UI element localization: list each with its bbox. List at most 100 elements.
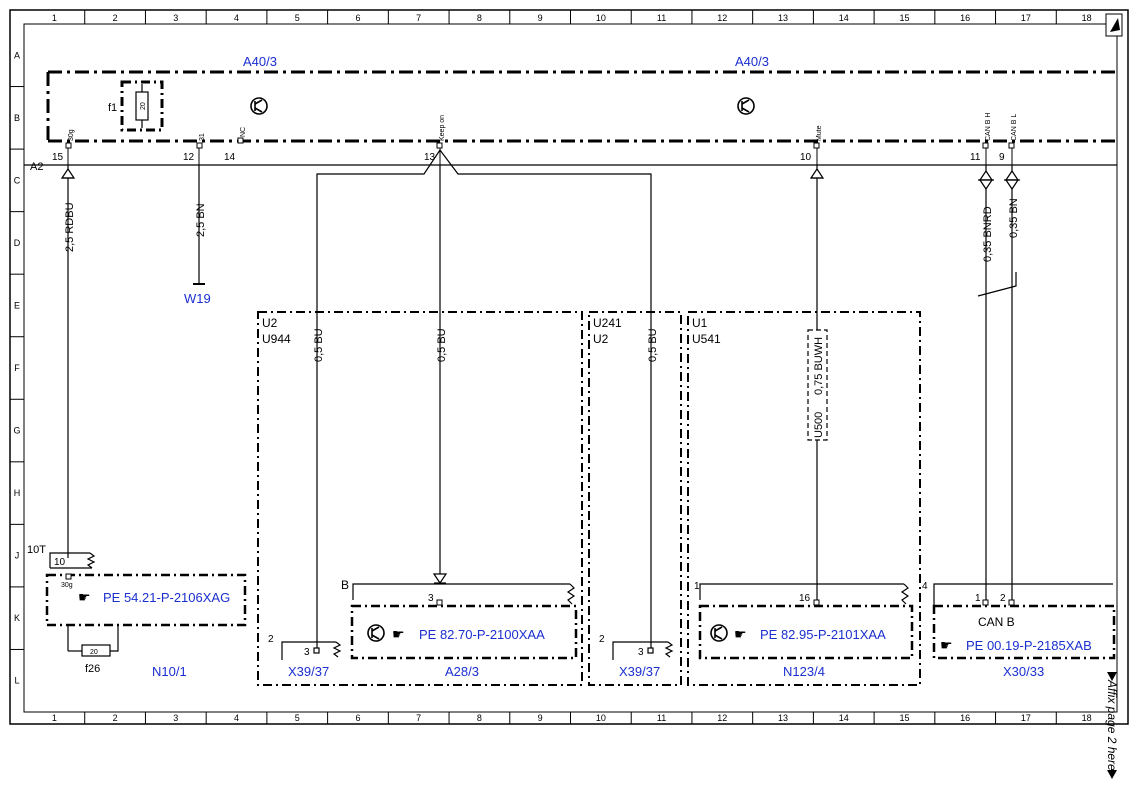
ruler-label: 1 xyxy=(52,713,57,723)
pin-name-31: 31 xyxy=(199,133,206,141)
pin-16: 16 xyxy=(799,593,811,604)
ruler-label: 14 xyxy=(839,713,849,723)
pin-1-x3033: 1 xyxy=(975,593,981,604)
pin-2-b: 2 xyxy=(599,634,605,645)
ruler-label: 18 xyxy=(1082,713,1092,723)
can-b-label: CAN B xyxy=(978,615,1015,629)
grid-ruler-labels: 1122334455667788991010111112121313141415… xyxy=(13,13,1091,723)
transistor-icon xyxy=(737,97,755,115)
wire-label-bnrd: 0,35 BNRD xyxy=(982,206,994,262)
transistor-icon xyxy=(367,624,385,642)
ruler-label: 5 xyxy=(295,713,300,723)
ruler-label: 14 xyxy=(839,13,849,23)
ruler-label: 18 xyxy=(1082,13,1092,23)
pin-12: 12 xyxy=(183,152,195,163)
pin-4: 4 xyxy=(922,581,928,592)
connector-b: B xyxy=(341,578,349,592)
connector-x3937-b-label: X39/37 xyxy=(619,664,660,679)
module-a28 xyxy=(350,583,578,660)
pin-name-can-b-l: CAN B L xyxy=(1011,114,1018,141)
fuse-f1-value: 20 xyxy=(140,102,147,110)
ruler-label: 13 xyxy=(778,713,788,723)
wire-bu-lines xyxy=(316,310,652,650)
pin-1: 1 xyxy=(694,581,700,592)
option-u1: U1 xyxy=(692,316,708,330)
ruler-label: 10 xyxy=(596,713,606,723)
a2-label: A2 xyxy=(30,161,43,173)
ruler-label: 11 xyxy=(657,13,666,23)
pin-3-b: 3 xyxy=(428,593,434,604)
module-n123 xyxy=(698,583,914,660)
ruler-label: 3 xyxy=(173,713,178,723)
transistor-icon xyxy=(710,624,728,642)
pointer-icon: ☛ xyxy=(78,589,91,605)
module-a28-label: A28/3 xyxy=(445,664,479,679)
wire-buwh xyxy=(807,165,828,600)
pointer-icon: ☛ xyxy=(734,626,747,642)
fuse-f26-value: 20 xyxy=(90,649,98,656)
wire-label-bu-3: 0,5 BU xyxy=(647,328,659,362)
pin-10: 10 xyxy=(800,152,812,163)
ruler-label: F xyxy=(14,363,20,373)
option-u241: U241 xyxy=(593,316,622,330)
pin-9: 9 xyxy=(999,152,1005,163)
ruler-label: 16 xyxy=(960,13,970,23)
pin-30g-k: 30g xyxy=(61,582,73,589)
side-note: Affix page 2 here xyxy=(1105,679,1119,771)
wire-label-bn: 2,5 BN xyxy=(195,203,207,237)
connector-10t: 10T xyxy=(27,544,46,556)
ruler-label: B xyxy=(14,113,20,123)
pin-10-j: 10 xyxy=(54,557,66,568)
ruler-label: 5 xyxy=(295,13,300,23)
ruler-label: 15 xyxy=(899,13,909,23)
ref-pe-00-19[interactable]: PE 00.19-P-2185XAB xyxy=(966,638,1092,653)
ruler-label: 11 xyxy=(657,713,666,723)
transistor-icon xyxy=(250,97,268,115)
ruler-label: 15 xyxy=(899,713,909,723)
ruler-label: E xyxy=(14,300,20,310)
pin-name-keep-on: Keep on xyxy=(439,115,446,141)
side-note-arrow-icon xyxy=(1107,672,1117,681)
a40-label-right: A40/3 xyxy=(735,54,769,69)
ruler-label: 8 xyxy=(477,13,482,23)
wire-label-bu-1: 0,5 BU xyxy=(313,328,325,362)
ruler-label: 7 xyxy=(416,713,421,723)
ref-pe-82-95[interactable]: PE 82.95-P-2101XAA xyxy=(760,627,886,642)
wire-bn-w19 xyxy=(193,165,205,285)
ref-pe-54-21[interactable]: PE 54.21-P-2106XAG xyxy=(103,590,230,605)
ruler-label: 17 xyxy=(1021,13,1031,23)
pin-2-x3033: 2 xyxy=(1000,593,1006,604)
pin-14: 14 xyxy=(224,152,236,163)
pin-15: 15 xyxy=(52,152,64,163)
grid-ruler xyxy=(10,10,1057,724)
wire-label-buwh: 0,75 BUWH xyxy=(813,337,825,395)
pin-name-30g: 30g xyxy=(68,129,75,141)
fuse-f1-label: f1 xyxy=(108,102,117,114)
ruler-label: 12 xyxy=(717,713,727,723)
option-u541: U541 xyxy=(692,332,721,346)
ruler-label: 2 xyxy=(113,713,118,723)
pin-3-c: 3 xyxy=(638,647,644,658)
pointer-icon: ☛ xyxy=(940,637,953,653)
wire-rdbu xyxy=(60,165,76,558)
ref-pe-82-70[interactable]: PE 82.70-P-2100XAA xyxy=(419,627,545,642)
connector-x3937-a-label: X39/37 xyxy=(288,664,329,679)
wire-label-bn-can: 0,35 BN xyxy=(1008,198,1020,238)
connector-x3033-label: X30/33 xyxy=(1003,664,1044,679)
ruler-label: 2 xyxy=(113,13,118,23)
ruler-label: 17 xyxy=(1021,713,1031,723)
module-n10 xyxy=(45,573,247,657)
connector-10t-body xyxy=(49,552,96,569)
pin-3-a: 3 xyxy=(304,647,310,658)
side-note-arrow-icon xyxy=(1107,770,1117,779)
pin-name-can-b-h: CAN B H xyxy=(985,113,992,141)
option-box-u944 xyxy=(257,311,583,686)
module-n123-label: N123/4 xyxy=(783,664,825,679)
diagram-frame xyxy=(9,9,1129,725)
fuse-f26-label: f26 xyxy=(85,663,100,675)
ruler-label: 3 xyxy=(173,13,178,23)
ruler-label: 6 xyxy=(355,13,360,23)
ruler-label: D xyxy=(14,238,21,248)
wire-can-b xyxy=(977,165,1020,600)
